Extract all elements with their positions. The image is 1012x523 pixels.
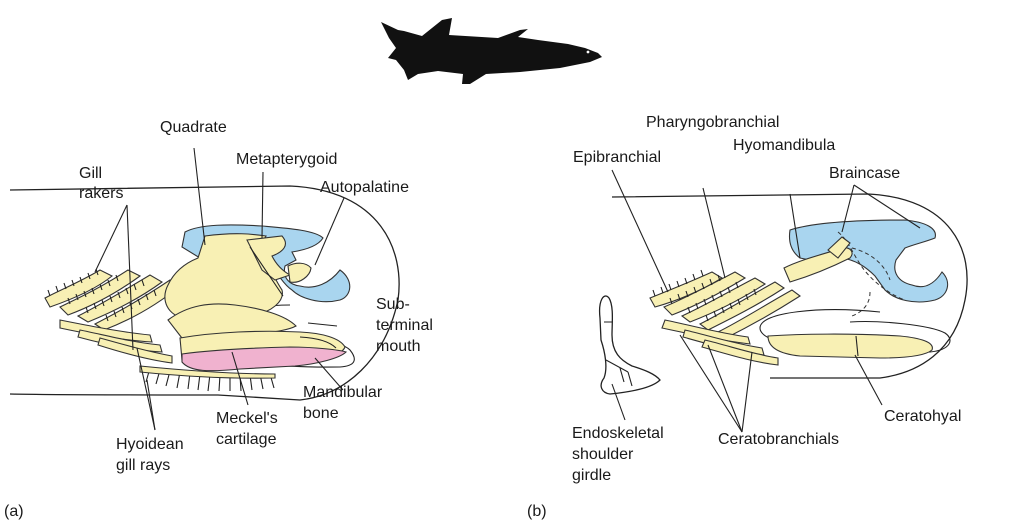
label-hyomandibula: Hyomandibula <box>733 137 835 154</box>
label-subterminal-mouth: Sub- terminal mouth <box>376 296 437 355</box>
label-hyoidean-gill-rays: Hyoidean gill rays <box>116 436 188 474</box>
label-metapterygoid: Metapterygoid <box>236 151 337 168</box>
branchial-arches-b <box>650 272 800 365</box>
panel-b-tag: (b) <box>527 503 547 520</box>
label-autopalatine: Autopalatine <box>320 179 409 196</box>
panel-a: Gill rakers Quadrate Metapterygoid Autop… <box>4 119 437 520</box>
label-mandibular-bone: Mandibular bone <box>303 384 387 422</box>
label-meckels-cartilage: Meckel's cartilage <box>216 410 282 448</box>
label-epibranchial: Epibranchial <box>573 149 661 166</box>
panel-a-tag: (a) <box>4 503 24 520</box>
autopalatine <box>288 263 311 282</box>
gill-arches-a <box>45 270 180 363</box>
label-endoskeletal-shoulder-girdle: Endoskeletal shoulder girdle <box>572 425 668 484</box>
panel-b: Pharyngobranchial Epibranchial Hyomandib… <box>527 114 967 520</box>
label-ceratohyal: Ceratohyal <box>884 408 961 425</box>
label-braincase: Braincase <box>829 165 900 182</box>
label-ceratobranchials: Ceratobranchials <box>718 431 839 448</box>
label-quadrate: Quadrate <box>160 119 227 136</box>
shark-silhouette-icon <box>381 18 602 84</box>
label-gill-rakers: Gill rakers <box>79 165 123 202</box>
ceratohyal <box>768 334 932 358</box>
label-pharyngobranchial: Pharyngobranchial <box>646 114 779 131</box>
